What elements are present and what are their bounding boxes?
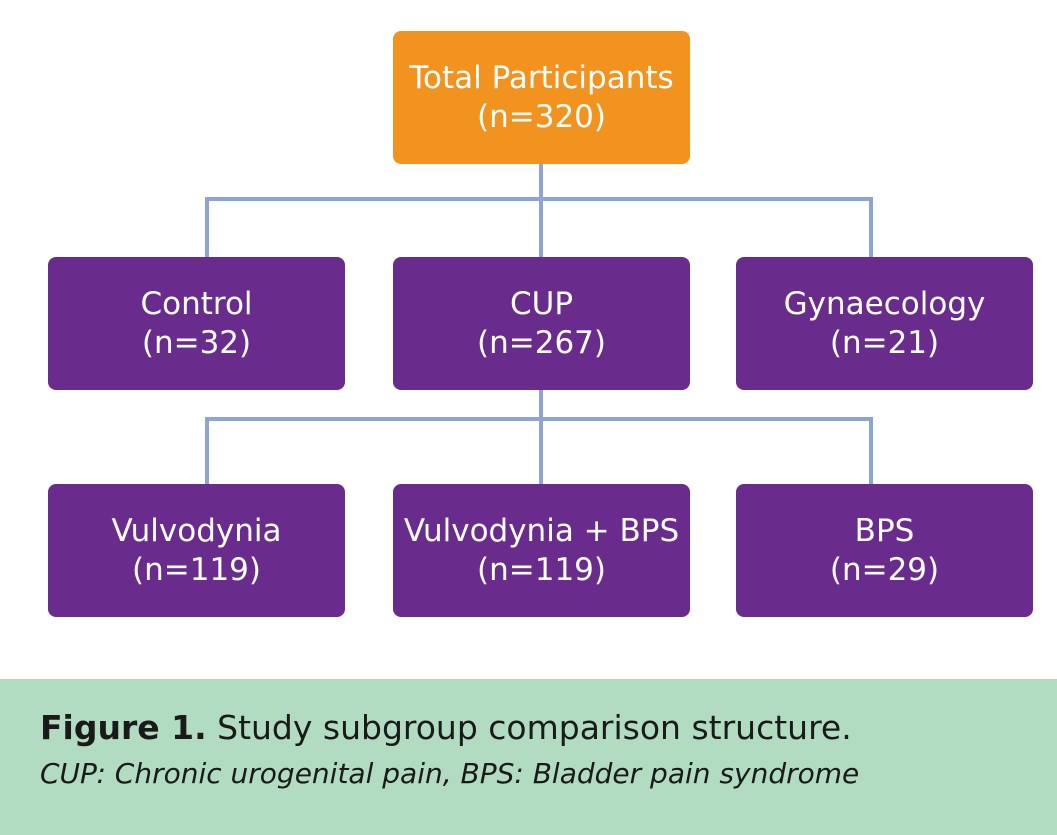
node-count: (n=267) — [477, 324, 606, 361]
node-count: (n=119) — [132, 551, 261, 588]
node-count: (n=320) — [477, 98, 606, 135]
node-label: BPS — [854, 512, 915, 549]
node-count: (n=29) — [829, 551, 940, 588]
node-vulvodynia-bps: Vulvodynia + BPS (n=119) — [393, 484, 690, 617]
node-label: CUP — [509, 285, 574, 322]
node-count: (n=119) — [477, 551, 606, 588]
node-count: (n=21) — [829, 324, 940, 361]
connector-lines — [205, 162, 873, 486]
node-bps: BPS (n=29) — [736, 484, 1033, 617]
node-gynaecology: Gynaecology (n=21) — [736, 257, 1033, 390]
node-label: Vulvodynia — [111, 512, 282, 549]
node-control: Control (n=32) — [48, 257, 345, 390]
node-label: Total Participants — [409, 59, 674, 96]
node-label: Gynaecology — [783, 285, 986, 322]
node-count: (n=32) — [141, 324, 252, 361]
node-label: Control — [140, 285, 253, 322]
caption-note: CUP: Chronic urogenital pain, BPS: Bladd… — [40, 756, 860, 790]
node-total-participants: Total Participants (n=320) — [393, 31, 690, 164]
flow-diagram: Total Participants (n=320) Control (n=32… — [48, 31, 1033, 617]
caption-title-line: Figure 1. Study subgroup comparison stru… — [40, 707, 1017, 750]
node-vulvodynia: Vulvodynia (n=119) — [48, 484, 345, 617]
figure-label: Figure 1. — [40, 708, 207, 747]
node-label: Vulvodynia + BPS — [403, 512, 680, 549]
node-cup: CUP (n=267) — [393, 257, 690, 390]
figure-caption: Figure 1. Study subgroup comparison stru… — [0, 679, 1057, 835]
caption-title: Study subgroup comparison structure. — [217, 708, 852, 747]
